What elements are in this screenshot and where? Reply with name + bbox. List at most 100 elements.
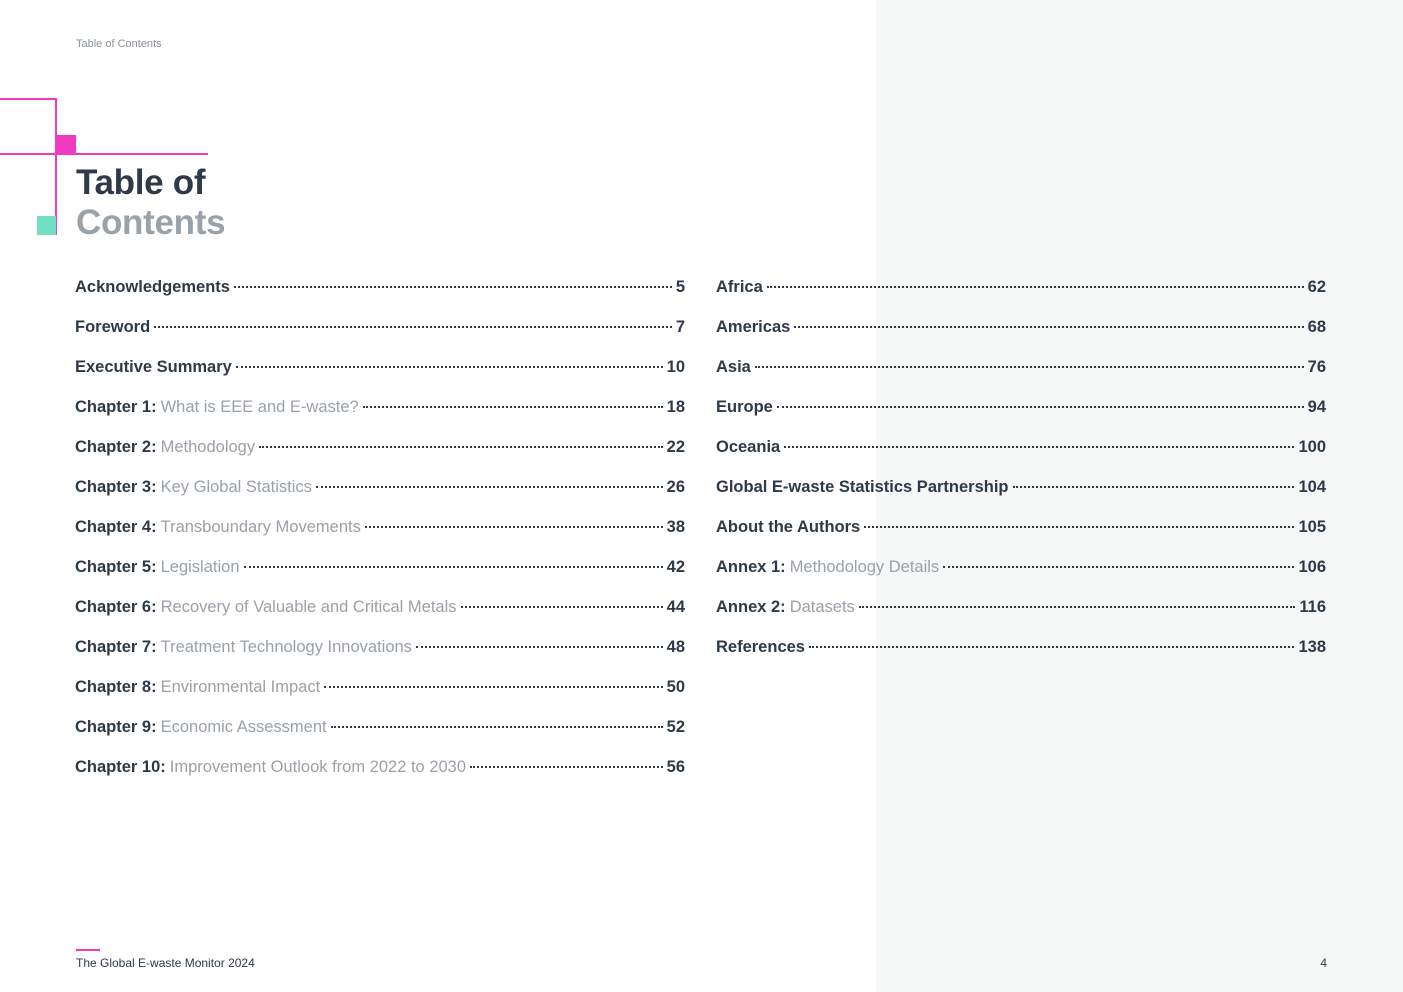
toc-entry[interactable]: Africa 62 xyxy=(716,278,1326,318)
toc-entry-label: Annex 1: xyxy=(716,558,786,576)
decorative-square-pink xyxy=(57,135,76,154)
toc-dot-leader xyxy=(470,766,663,768)
toc-dot-leader xyxy=(808,646,1295,648)
footer-accent-bar xyxy=(76,949,100,951)
toc-dot-leader xyxy=(315,486,663,488)
toc-entry-label: Annex 2: xyxy=(716,598,786,616)
toc-entry-page-number: 52 xyxy=(666,718,685,736)
toc-entry-label: Chapter 2: xyxy=(75,438,157,456)
toc-entry-page-number: 100 xyxy=(1298,438,1326,456)
toc-entry-page-number: 7 xyxy=(675,318,685,336)
toc-entry[interactable]: Europe 94 xyxy=(716,398,1326,438)
toc-entry-subtitle: What is EEE and E-waste? xyxy=(160,398,359,416)
toc-dot-leader xyxy=(324,686,663,688)
toc-entry-page-number: 62 xyxy=(1307,278,1326,296)
toc-entry[interactable]: Chapter 8:Environmental Impact 50 xyxy=(75,678,685,718)
toc-entry-page-number: 5 xyxy=(675,278,685,296)
toc-dot-leader xyxy=(415,646,663,648)
toc-entry-page-number: 106 xyxy=(1298,558,1326,576)
toc-entry-page-number: 104 xyxy=(1298,478,1326,496)
toc-entry-label: Chapter 9: xyxy=(75,718,157,736)
toc-dot-leader xyxy=(154,326,672,328)
toc-entry-subtitle: Transboundary Movements xyxy=(160,518,361,536)
toc-entry-subtitle: Economic Assessment xyxy=(160,718,327,736)
toc-entry-label: Chapter 4: xyxy=(75,518,157,536)
toc-entry[interactable]: Global E-waste Statistics Partnership 104 xyxy=(716,478,1326,518)
toc-entry[interactable]: Chapter 1:What is EEE and E-waste? 18 xyxy=(75,398,685,438)
toc-entry-label: Global E-waste Statistics Partnership xyxy=(716,478,1009,496)
toc-entry-subtitle: Improvement Outlook from 2022 to 2030 xyxy=(169,758,467,776)
toc-entry-page-number: 26 xyxy=(666,478,685,496)
toc-entry-label: Chapter 10: xyxy=(75,758,166,776)
decorative-square-teal xyxy=(37,216,56,235)
toc-dot-leader xyxy=(330,726,663,728)
footer-publication-title: The Global E-waste Monitor 2024 xyxy=(76,956,255,970)
toc-entry[interactable]: Annex 2:Datasets 116 xyxy=(716,598,1326,638)
toc-entry-page-number: 22 xyxy=(666,438,685,456)
toc-entry[interactable]: Chapter 9:Economic Assessment 52 xyxy=(75,718,685,758)
toc-entry-label: Oceania xyxy=(716,438,781,456)
toc-entry-page-number: 138 xyxy=(1298,638,1326,656)
toc-entry-subtitle: Methodology Details xyxy=(789,558,940,576)
toc-entry-label: Africa xyxy=(716,278,763,296)
toc-entry[interactable]: Chapter 10:Improvement Outlook from 2022… xyxy=(75,758,685,798)
toc-entry-label: Asia xyxy=(716,358,751,376)
toc-entry-page-number: 116 xyxy=(1299,598,1326,616)
toc-entry-page-number: 18 xyxy=(666,398,685,416)
toc-entry-subtitle: Methodology xyxy=(160,438,256,456)
toc-entry-page-number: 56 xyxy=(666,758,685,776)
toc-entry-page-number: 48 xyxy=(666,638,685,656)
toc-entry[interactable]: Chapter 5:Legislation 42 xyxy=(75,558,685,598)
toc-entry[interactable]: Annex 1:Methodology Details 106 xyxy=(716,558,1326,598)
toc-entry-page-number: 94 xyxy=(1307,398,1326,416)
toc-entry-label: Foreword xyxy=(75,318,151,336)
toc-dot-leader xyxy=(794,326,1304,328)
toc-entry-label: Chapter 6: xyxy=(75,598,157,616)
toc-dot-leader xyxy=(1012,486,1295,488)
toc-dot-leader xyxy=(460,606,663,608)
toc-entry[interactable]: Oceania 100 xyxy=(716,438,1326,478)
toc-entry-subtitle: Recovery of Valuable and Critical Metals xyxy=(160,598,457,616)
toc-entry-page-number: 44 xyxy=(666,598,685,616)
toc-entry-label: Acknowledgements xyxy=(75,278,230,296)
running-header: Table of Contents xyxy=(76,38,162,50)
toc-entry[interactable]: Acknowledgements 5 xyxy=(75,278,685,318)
toc-dot-leader xyxy=(754,366,1304,368)
toc-entry-label: Chapter 7: xyxy=(75,638,157,656)
toc-dot-leader xyxy=(766,286,1304,288)
toc-entry[interactable]: Chapter 7:Treatment Technology Innovatio… xyxy=(75,638,685,678)
toc-dot-leader xyxy=(243,566,663,568)
toc-entry[interactable]: Chapter 2:Methodology 22 xyxy=(75,438,685,478)
toc-entry-page-number: 76 xyxy=(1307,358,1326,376)
toc-entry[interactable]: Asia 76 xyxy=(716,358,1326,398)
toc-entry-label: Chapter 3: xyxy=(75,478,157,496)
decorative-line xyxy=(0,153,208,155)
footer-page-number: 4 xyxy=(1320,956,1327,970)
toc-entry-page-number: 68 xyxy=(1307,318,1326,336)
right-background-panel xyxy=(876,0,1403,992)
toc-entry-label: About the Authors xyxy=(716,518,861,536)
toc-dot-leader xyxy=(233,286,672,288)
toc-dot-leader xyxy=(784,446,1295,448)
toc-entry-subtitle: Treatment Technology Innovations xyxy=(160,638,412,656)
toc-dot-leader xyxy=(864,526,1295,528)
toc-entry-page-number: 50 xyxy=(666,678,685,696)
toc-entry-subtitle: Environmental Impact xyxy=(160,678,321,696)
toc-entry-label: Chapter 5: xyxy=(75,558,157,576)
toc-entry-label: Chapter 8: xyxy=(75,678,157,696)
toc-dot-leader xyxy=(364,526,663,528)
toc-entry-label: Chapter 1: xyxy=(75,398,157,416)
toc-entry[interactable]: Chapter 6:Recovery of Valuable and Criti… xyxy=(75,598,685,638)
toc-entry-subtitle: Datasets xyxy=(789,598,855,616)
toc-entry-page-number: 42 xyxy=(666,558,685,576)
toc-entry[interactable]: Foreword 7 xyxy=(75,318,685,358)
toc-entry-label: Europe xyxy=(716,398,773,416)
toc-entry-page-number: 10 xyxy=(666,358,685,376)
toc-entry-subtitle: Legislation xyxy=(160,558,240,576)
